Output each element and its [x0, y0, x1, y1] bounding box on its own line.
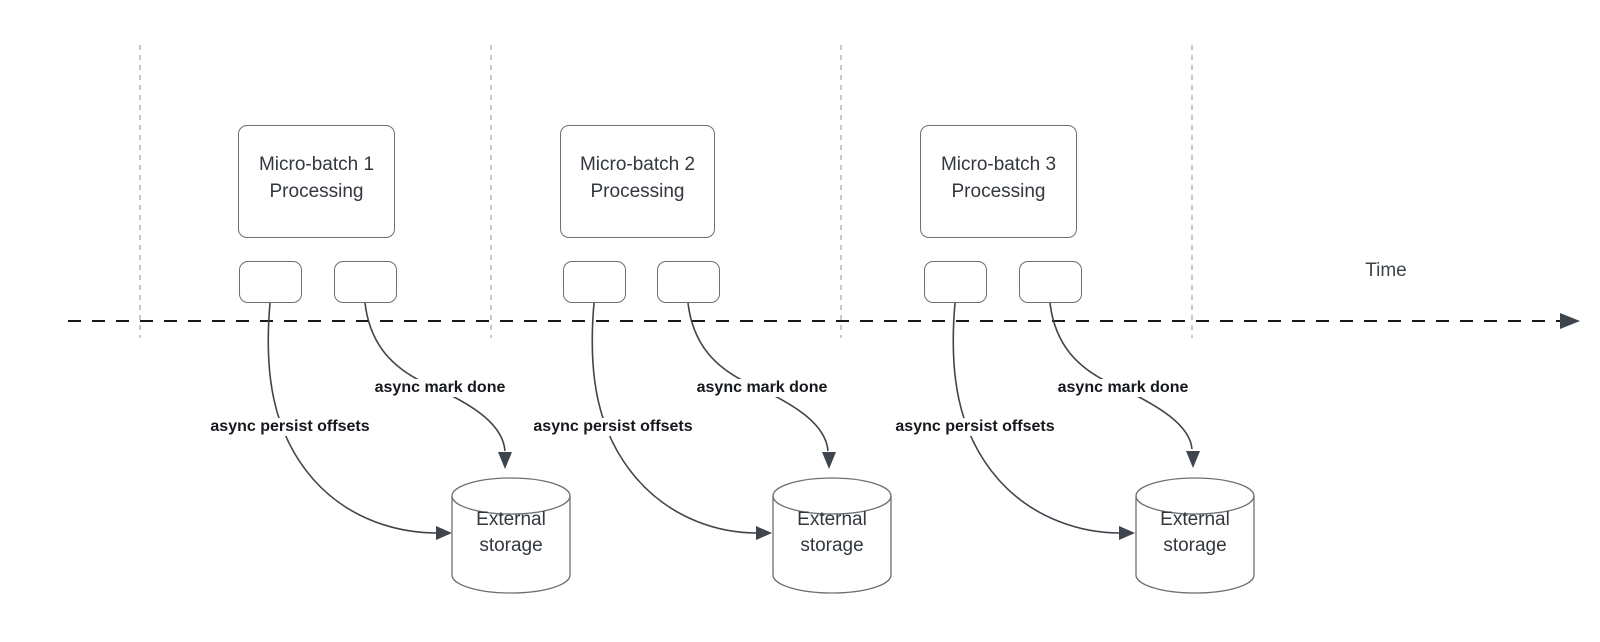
- mark-done-label-3: async mark done: [1055, 379, 1191, 397]
- storage-label-line1: External: [476, 509, 546, 530]
- persist-task-box-2: [563, 261, 626, 303]
- micro-batch-2-processing-box: Micro-batch 2 Processing: [560, 125, 715, 238]
- micro-batch-3-processing-box: Micro-batch 3 Processing: [920, 125, 1077, 238]
- mark-done-task-box-1: [334, 261, 397, 303]
- mark-done-arrowhead-1-icon: [498, 452, 512, 469]
- external-storage-label-2: External storage: [773, 507, 891, 559]
- persist-offsets-arrowhead-1-icon: [436, 526, 452, 540]
- cylinder-top-arc-2: [772, 495, 892, 515]
- external-storage-cylinder-2: [772, 477, 892, 594]
- persist-task-box-3: [924, 261, 987, 303]
- mark-done-task-box-3: [1019, 261, 1082, 303]
- persist-offsets-label-3: async persist offsets: [893, 418, 1057, 436]
- time-axis-label: Time: [1365, 260, 1407, 281]
- storage-label-line2: storage: [1163, 535, 1227, 556]
- mark-done-edge-2: [687, 302, 829, 452]
- external-storage-cylinder-1: [451, 477, 571, 594]
- external-storage-label-1: External storage: [452, 507, 570, 559]
- mark-done-edge-1: [364, 302, 506, 452]
- persist-offsets-edge-3: [952, 302, 1121, 534]
- external-storage-label-3: External storage: [1136, 507, 1254, 559]
- mark-done-label-1: async mark done: [372, 379, 508, 397]
- persist-offsets-edge-2: [591, 302, 758, 534]
- mark-done-task-box-2: [657, 261, 720, 303]
- mark-done-arrowhead-2-icon: [822, 452, 836, 469]
- external-storage-cylinder-3: [1135, 477, 1255, 594]
- cylinder-top-arc-1: [451, 495, 571, 515]
- storage-label-line2: storage: [479, 535, 543, 556]
- mark-done-label-2: async mark done: [694, 379, 830, 397]
- micro-batch-2-title: Micro-batch 2: [579, 153, 696, 175]
- persist-offsets-label-2: async persist offsets: [531, 418, 695, 436]
- storage-label-line2: storage: [800, 535, 864, 556]
- persist-offsets-label-1: async persist offsets: [208, 418, 372, 436]
- storage-label-line1: External: [1160, 509, 1230, 530]
- micro-batch-1-subtitle: Processing: [269, 180, 364, 202]
- persist-offsets-arrowhead-2-icon: [756, 526, 772, 540]
- micro-batch-3-subtitle: Processing: [951, 180, 1046, 202]
- micro-batch-2-subtitle: Processing: [590, 180, 685, 202]
- cylinder-top-arc-3: [1135, 495, 1255, 515]
- storage-label-line1: External: [797, 509, 867, 530]
- micro-batch-3-title: Micro-batch 3: [940, 153, 1057, 175]
- mark-done-edge-3: [1049, 302, 1193, 450]
- persist-offsets-arrowhead-3-icon: [1119, 526, 1135, 540]
- micro-batch-1-processing-box: Micro-batch 1 Processing: [238, 125, 395, 238]
- time-axis-arrowhead-icon: [1560, 313, 1580, 329]
- persist-offsets-edge-1: [267, 302, 438, 534]
- micro-batch-1-title: Micro-batch 1: [258, 153, 375, 175]
- persist-task-box-1: [239, 261, 302, 303]
- mark-done-arrowhead-3-icon: [1186, 451, 1200, 468]
